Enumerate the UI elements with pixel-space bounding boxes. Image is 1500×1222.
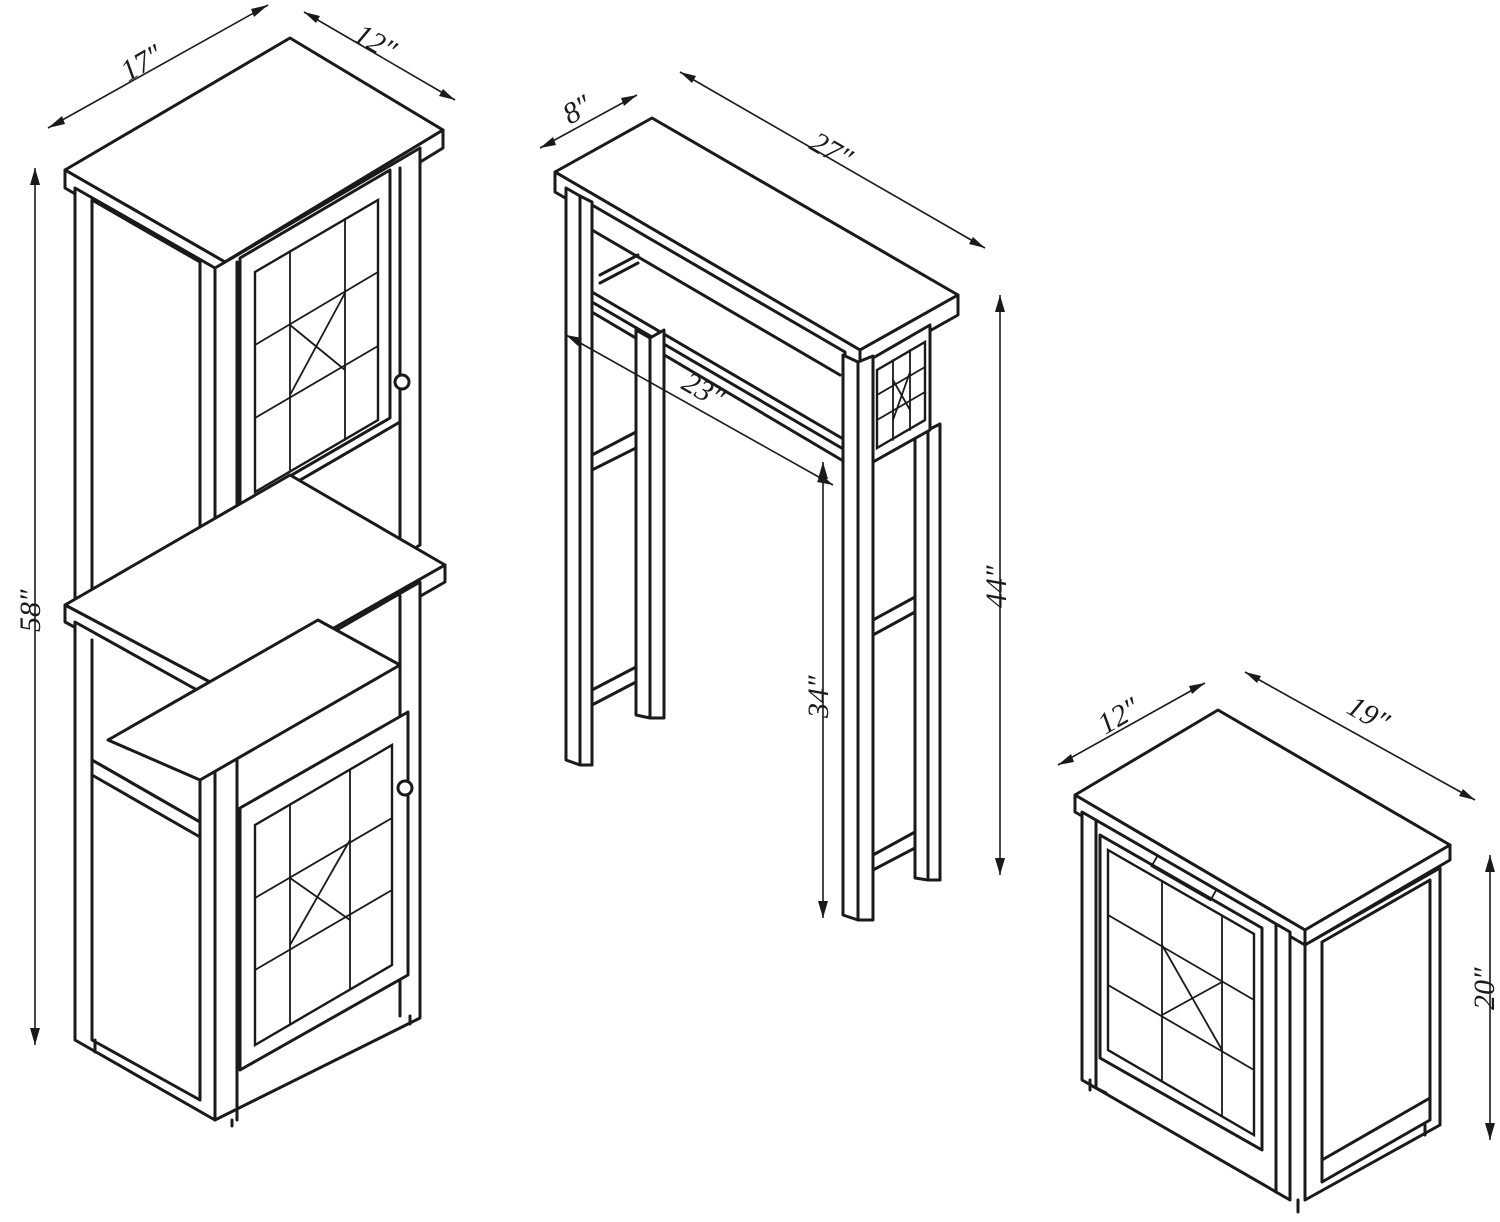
space-saver-drawing bbox=[553, 116, 960, 922]
floor-cabinet-width-label: 19″ bbox=[1342, 689, 1396, 739]
linen-tower-depth-label: 12″ bbox=[349, 17, 403, 67]
space-saver-clearance-label: 34″ bbox=[802, 675, 835, 719]
linen-tower-drawing bbox=[63, 36, 447, 1128]
space-saver-dimensions bbox=[539, 71, 1005, 918]
floor-cabinet-height-label: 20″ bbox=[1468, 967, 1500, 1010]
floor-cabinet-drawing bbox=[1073, 708, 1452, 1214]
space-saver-height-label: 44″ bbox=[980, 565, 1013, 608]
space-saver-width-label: 27″ bbox=[805, 125, 859, 175]
linen-tower-dimensions bbox=[30, 4, 456, 1045]
floor-cabinet-dimensions bbox=[1057, 671, 1495, 1140]
linen-tower-width-label: 17″ bbox=[115, 38, 169, 88]
space-saver-inner-width-label: 23″ bbox=[677, 365, 731, 415]
linen-tower-height-label: 58″ bbox=[14, 589, 47, 632]
floor-cabinet-depth-label: 12″ bbox=[1092, 691, 1146, 741]
space-saver-depth-label: 8″ bbox=[557, 88, 598, 131]
